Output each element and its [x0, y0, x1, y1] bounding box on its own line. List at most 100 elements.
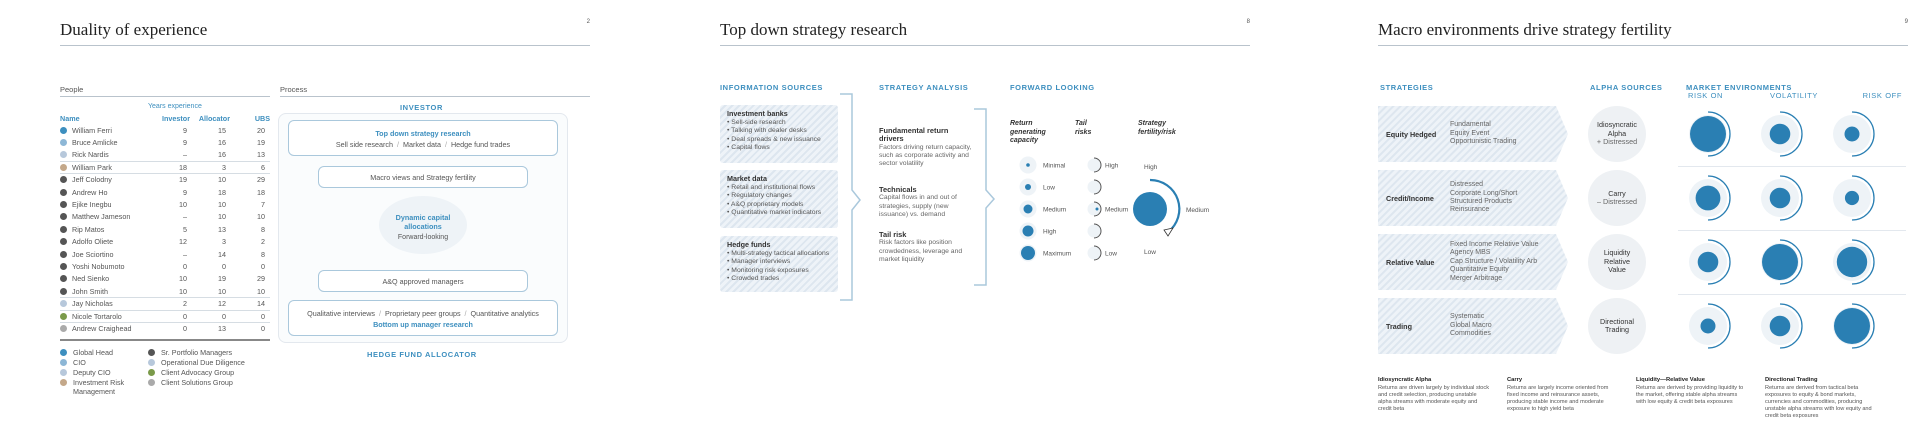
- legend-dot: [60, 379, 67, 386]
- env-risk-off: RISK OFF: [1862, 91, 1902, 100]
- legend-dot: [148, 349, 155, 356]
- investor-years: –: [183, 249, 188, 259]
- ubs-years: 0: [260, 323, 265, 333]
- tail-level-arc: [1093, 223, 1102, 239]
- page-title: Macro environments drive strategy fertil…: [1378, 20, 1672, 39]
- ubs-years: 10: [256, 212, 265, 222]
- source-title: Market data: [727, 174, 767, 183]
- row-divider: [1678, 294, 1906, 295]
- fertility-level-label: Low: [1144, 249, 1156, 256]
- alpha-source: Liquidity Relative Value: [1588, 234, 1646, 290]
- chevron-shape: [1378, 234, 1568, 290]
- forward-looking-graphic: MinimalLowMediumHighMaximumHighMediumLow…: [1019, 156, 1209, 262]
- alpha-main: Idiosyncratic Alpha: [1597, 120, 1637, 138]
- row-divider: [60, 173, 270, 175]
- tail-level-arc: [1093, 201, 1102, 217]
- source-item: • Deal spreads & new issuance: [727, 135, 821, 143]
- source-item: • Sell-side research: [727, 119, 786, 127]
- center-sub: Forward-looking: [397, 234, 449, 241]
- panel-macro: Macro environments drive strategy fertil…: [1378, 0, 1908, 447]
- sub-strategy: Global Macro: [1450, 321, 1492, 329]
- tail-level-halo: [1087, 246, 1101, 260]
- investor-years: –: [183, 150, 188, 160]
- investor-label: INVESTOR: [400, 103, 444, 112]
- row-divider: [60, 321, 270, 323]
- allocator-years: 3: [222, 162, 226, 172]
- process-label: Process: [280, 85, 308, 94]
- investor-years: 0: [183, 311, 188, 321]
- bubble-arc: [1851, 239, 1875, 285]
- sub-strategy: Quantitative Equity: [1450, 266, 1509, 274]
- return-level-label: High: [1043, 229, 1057, 236]
- sub-strategy: Distressed: [1450, 181, 1484, 189]
- driver-title: Technicals: [879, 185, 917, 194]
- source-item: • A&Q proprietary models: [727, 200, 804, 208]
- center-ellipse: [379, 196, 467, 254]
- ubs-years: 29: [256, 274, 265, 284]
- source-item: • Manager interviews: [727, 258, 791, 266]
- strategy-chevron: [1378, 170, 1568, 226]
- bottom-up-box: Qualitative interviews / Proprietary pee…: [288, 300, 558, 336]
- ubs-years: 18: [256, 187, 265, 197]
- investor-years: 0: [183, 323, 188, 333]
- tail-level-label: Low: [1105, 251, 1117, 258]
- top-down-items: Sell side research / Market data / Hedge…: [335, 140, 511, 149]
- tail-risks-label: Tail risks: [1075, 120, 1092, 136]
- source-item: • Crowded trades: [727, 274, 780, 282]
- source-item: • Talking with dealer desks: [727, 127, 807, 135]
- ubs-years: 6: [260, 162, 265, 172]
- investor-years: 10: [179, 199, 188, 209]
- sub-strategy: Reinsurance: [1450, 206, 1490, 214]
- page-number: 2: [586, 19, 590, 25]
- strategy-name: Trading: [1386, 321, 1412, 331]
- driver-title: Fundamental return drivers: [879, 126, 949, 144]
- investor-years: 18: [179, 162, 188, 172]
- investor-years: 12: [179, 237, 188, 247]
- bubble: [1697, 251, 1719, 273]
- ubs-years: 0: [260, 261, 265, 271]
- strategies-heading: STRATEGIES: [1380, 83, 1434, 92]
- footnote-title: Idiosyncratic Alpha: [1378, 377, 1432, 383]
- sub-strategy: Commodities: [1450, 330, 1491, 338]
- alpha-sub: – Distressed: [1597, 197, 1637, 206]
- alpha-label: Carry– Distressed: [1597, 189, 1637, 207]
- driver-text: Factors driving return capacity, such as…: [879, 143, 972, 168]
- tail-level-arc: [1093, 179, 1102, 195]
- sources-bracket: [840, 93, 861, 301]
- title-rule: [720, 45, 1250, 46]
- source-box: Investment banks• Sell-side research• Ta…: [720, 105, 838, 163]
- bubble-arc: [1707, 239, 1731, 285]
- strategy-name: Relative Value: [1386, 257, 1435, 267]
- alpha-sub: + Distressed: [1596, 137, 1638, 147]
- person-name: Bruce Amlicke: [72, 137, 118, 147]
- person-name: Nicole Tortarolo: [72, 311, 122, 321]
- tail-level-label: High: [1105, 163, 1119, 170]
- alpha-source: Directional Trading: [1588, 298, 1646, 354]
- person-name: Andrew Ho: [72, 187, 108, 197]
- bubble-arc: [1707, 303, 1731, 349]
- page-number: 8: [1246, 19, 1250, 25]
- env-volatility: VOLATILITY: [1770, 91, 1818, 100]
- years-experience-label: Years experience: [148, 103, 202, 110]
- source-item: • Monitoring risk exposures: [727, 266, 809, 274]
- role-dot: [60, 262, 67, 270]
- bubble-arc: [1779, 239, 1803, 285]
- source-item: • Regulatory changes: [727, 192, 792, 200]
- source-item: • Multi-strategy tactical allocations: [727, 250, 830, 258]
- allocator-years: 18: [218, 187, 226, 197]
- legend-item: Client Solutions Group: [148, 378, 268, 387]
- driver-title: Tail risk: [879, 230, 907, 239]
- investor-years: 0: [183, 261, 188, 271]
- environment-bubbles: [1689, 111, 1875, 157]
